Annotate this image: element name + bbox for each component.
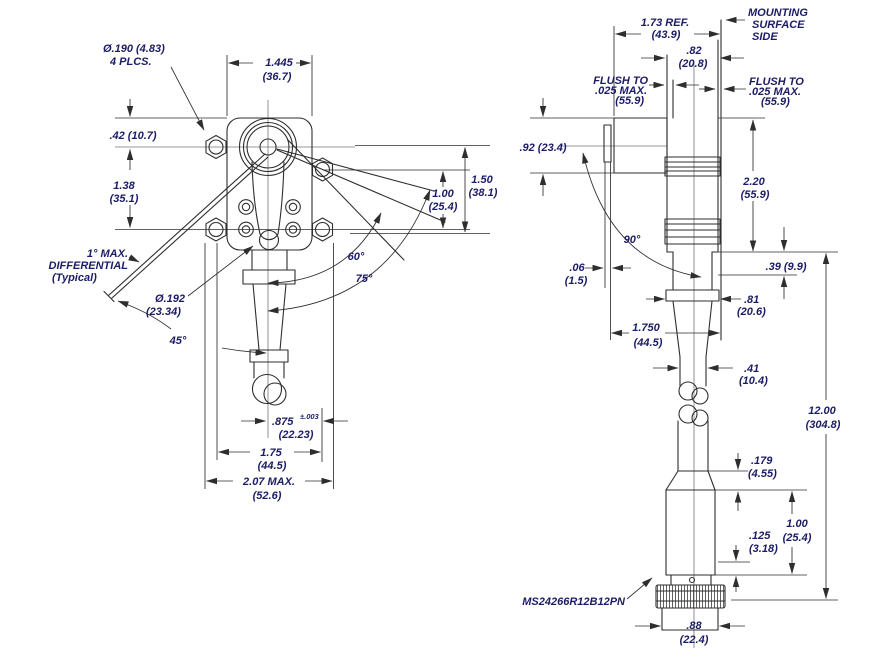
right-view-body — [603, 19, 726, 631]
dim-1445-mm: (36.7) — [263, 71, 292, 83]
arc-90deg — [582, 152, 702, 279]
dim-088-in: .88 — [686, 620, 702, 632]
throw-line-left-a — [108, 153, 266, 296]
left-view-dimensions — [115, 55, 490, 489]
hex-nut-top-right — [311, 157, 334, 182]
flush-right-line1: FLUSH TO — [749, 76, 804, 88]
dim-082-mm: (20.8) — [679, 58, 708, 70]
terminal — [285, 199, 301, 215]
flush-right-line2: .025 MAX. — [749, 86, 801, 98]
dim-138-in: 1.38 — [113, 180, 135, 192]
hole-callout-line2: 4 PLCS. — [109, 56, 152, 68]
dim-173-mm: (43.9) — [652, 29, 681, 41]
dim-081-in: .81 — [744, 294, 759, 306]
angle-90: 90° — [624, 234, 641, 246]
dim-1750-in: 1.750 — [632, 322, 660, 334]
dim-175-mm: (44.5) — [258, 460, 287, 472]
mounting-note-line3: SIDE — [752, 31, 778, 43]
dim-006-mm: (1.5) — [565, 275, 588, 287]
lever-dia-mm: (23.34) — [146, 306, 181, 318]
angle-75: 75° — [356, 273, 373, 285]
dim-150-mm: (38.1) — [469, 187, 498, 199]
mounting-note-line2: SURFACE — [752, 19, 805, 31]
hole-callout-line1: Ø.190 (4.83) — [103, 43, 165, 55]
right-view-labels: MOUNTING SURFACE SIDE 1.73 REF. (43.9) .… — [519, 7, 840, 646]
dim-041-mm: (10.4) — [739, 375, 768, 387]
dim-092: .92 (23.4) — [519, 142, 566, 154]
dim-875-tol: ±.003 — [300, 412, 320, 421]
dim-100-in: 1.00 — [432, 188, 454, 200]
dim-100b-in: 1.00 — [786, 518, 808, 530]
dim-175-in: 1.75 — [260, 447, 282, 459]
dim-207-mm: (52.6) — [253, 490, 282, 502]
dim-1200-in: 12.00 — [808, 405, 836, 417]
leader-differential — [128, 254, 140, 263]
centerlines — [115, 62, 695, 648]
diff-note-line1: 1° MAX. — [87, 248, 128, 260]
arc-45deg-a — [117, 300, 172, 330]
dim-875-in: .875 — [272, 416, 294, 428]
terminal — [238, 199, 254, 215]
throw-line-right-3 — [287, 139, 405, 261]
dim-100b-mm: (25.4) — [783, 532, 812, 544]
dim-173-in: 1.73 REF. — [641, 17, 689, 29]
connector-part-number: MS24266R12B12PN — [522, 596, 626, 608]
lever-outline-left — [251, 161, 261, 235]
dim-0179-mm: (4.55) — [748, 468, 777, 480]
dim-006-in: .06 — [569, 262, 585, 274]
mounting-note-line1: MOUNTING — [748, 7, 808, 19]
dim-220-in: 2.20 — [742, 176, 765, 188]
left-view-labels: Ø.190 (4.83) 4 PLCS. .42 (10.7) 1.38 (35… — [49, 43, 498, 502]
knurled-coupling-ring — [655, 584, 726, 609]
hex-nut-top-left — [205, 134, 227, 160]
leader-connector — [626, 577, 653, 600]
dim-875-mm: (22.23) — [279, 429, 314, 441]
flush-left-line1: FLUSH TO — [593, 75, 648, 87]
dim-041-in: .41 — [744, 363, 759, 375]
angle-60: 60° — [348, 251, 365, 263]
cable-break — [678, 381, 698, 401]
throw-line-left-b — [111, 156, 269, 299]
dim-100-mm: (25.4) — [429, 201, 458, 213]
flush-left-line3: (55.9) — [615, 95, 644, 107]
left-view-body — [103, 117, 446, 406]
dim-1750-mm: (44.5) — [634, 337, 663, 349]
dim-207-in: 2.07 MAX. — [242, 476, 295, 488]
flush-left-line2: .025 MAX. — [595, 85, 647, 97]
right-view-dimensions — [530, 16, 838, 630]
lever-dia-in: Ø.192 — [155, 293, 185, 305]
dim-1200-mm: (304.8) — [806, 419, 841, 431]
dim-1445-in: 1.445 — [265, 57, 293, 69]
dim-0125-in: .125 — [749, 530, 771, 542]
dim-220-mm: (55.9) — [741, 189, 770, 201]
flush-right-line3: (55.9) — [761, 96, 790, 108]
diff-note-line3: (Typical) — [52, 272, 97, 284]
dim-138-mm: (35.1) — [110, 193, 139, 205]
dim-042: .42 (10.7) — [109, 130, 156, 142]
arc-75deg — [267, 189, 431, 314]
cable-break — [678, 404, 698, 424]
dim-150-in: 1.50 — [471, 174, 493, 186]
dim-039: .39 (9.9) — [766, 261, 807, 273]
dim-082-in: .82 — [686, 45, 701, 57]
dim-081-mm: (20.6) — [737, 306, 766, 318]
leader-lever-dia — [187, 245, 254, 297]
arc-45deg-b — [221, 347, 267, 356]
angle-45: 45° — [169, 335, 187, 347]
rear-plate — [603, 124, 612, 163]
dim-0179-in: .179 — [751, 455, 773, 467]
lever-ball-end — [251, 373, 283, 405]
throw-line-right-1 — [276, 149, 446, 223]
leader-hole-callout — [170, 66, 205, 131]
dim-088-mm: (22.4) — [680, 634, 709, 646]
diff-note-line2: DIFFERENTIAL — [49, 260, 129, 272]
dim-0125-mm: (3.18) — [749, 543, 778, 555]
